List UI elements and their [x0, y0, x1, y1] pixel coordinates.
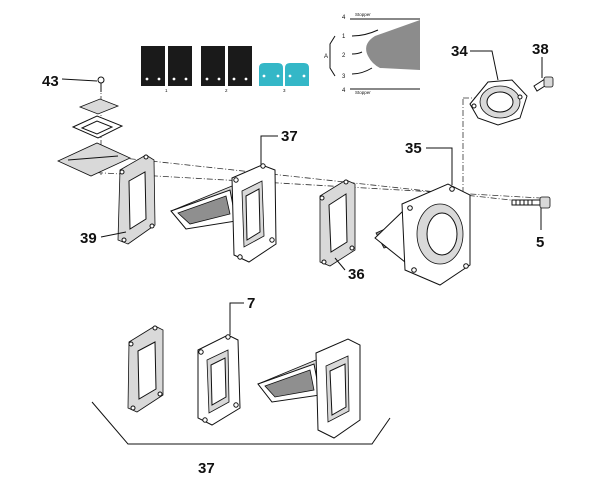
- label-a: A: [324, 54, 328, 60]
- callout-43: 43: [42, 73, 59, 90]
- reed-petal-set-1: 1: [141, 46, 192, 93]
- callout-37-bottom: 37: [198, 460, 215, 477]
- label-1: 1: [342, 34, 346, 40]
- reed-petal-set-2: 2: [201, 46, 252, 93]
- callout-39: 39: [80, 230, 97, 247]
- callout-35: 35: [405, 140, 422, 157]
- part-7-plate: [197, 334, 241, 426]
- callout-34: 34: [451, 43, 468, 60]
- callout-5: 5: [536, 234, 544, 251]
- reed-petal-set-3: 3: [259, 63, 309, 93]
- lower-assembly: [91, 325, 391, 445]
- part-5-bolt: [511, 196, 551, 209]
- lower-bracket: [91, 401, 391, 445]
- label-4-top: 4: [342, 15, 346, 21]
- stopper-label-top: Stopper: [355, 12, 371, 17]
- part-37-reed-valve: [170, 163, 277, 263]
- part-43-petal-stack: [57, 76, 131, 177]
- callout-7: 7: [247, 295, 255, 312]
- reed-label-3: 3: [283, 88, 286, 93]
- petal-profile-inset: 4 Stopper 1 2 A 3 4 Stopper: [324, 12, 420, 95]
- part-39-gasket: [117, 154, 156, 245]
- label-2: 2: [342, 53, 346, 59]
- reed-label-2: 2: [225, 88, 228, 93]
- lower-reed-body: [257, 338, 361, 439]
- callout-37-top: 37: [281, 128, 298, 145]
- callout-36: 36: [348, 266, 365, 283]
- part-35-manifold: [374, 183, 471, 286]
- part-34-intake-rubber: [469, 79, 528, 126]
- label-4-bottom: 4: [342, 88, 346, 94]
- callout-numbers: 43 37 34 38 35 39 36 5 7 37: [42, 41, 549, 477]
- lower-gasket: [127, 325, 164, 413]
- reed-petals-inset: 1 2 3: [141, 46, 309, 93]
- label-3: 3: [342, 74, 346, 80]
- callout-38: 38: [532, 41, 549, 58]
- part-36-gasket: [319, 179, 356, 267]
- stopper-label-bottom: Stopper: [355, 90, 371, 95]
- reed-label-1: 1: [165, 88, 168, 93]
- part-38-bolt: [533, 76, 554, 92]
- leader-lines: [61, 50, 543, 335]
